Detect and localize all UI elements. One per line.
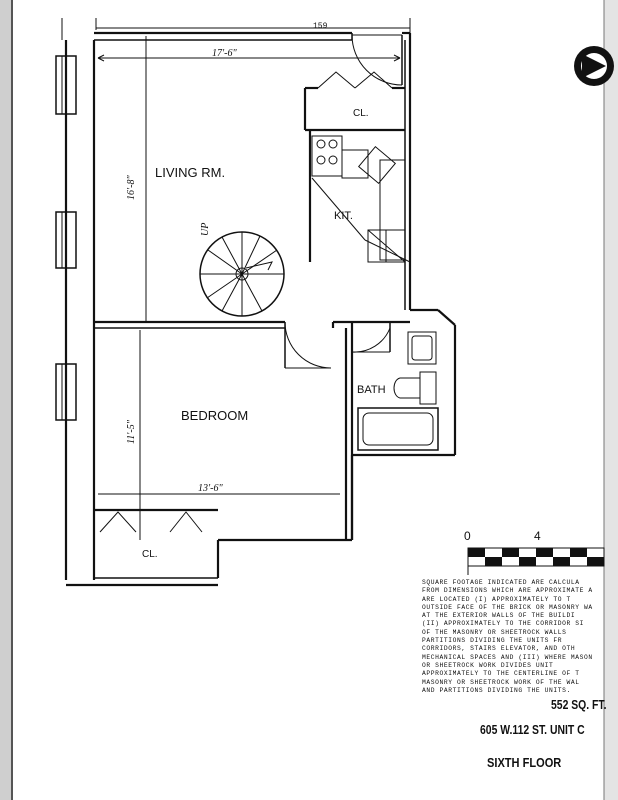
bedroom-door: [284, 321, 332, 369]
windows: [55, 55, 77, 421]
exterior-walls: [64, 31, 457, 587]
bath-fixtures: [357, 331, 439, 451]
notes-line: CORRIDORS, STAIRS ELEVATOR, AND OTH: [422, 645, 576, 653]
room-label-bath: BATH: [357, 384, 386, 396]
notes-line: MASONRY OR SHEETROCK WORK OF THE WAL: [422, 678, 580, 686]
room-label-closet-bedroom: CL.: [142, 549, 158, 560]
kitchen-fixtures: [311, 135, 411, 263]
notes-line: OF THE MASONRY OR SHEETROCK WALLS: [422, 628, 567, 636]
room-label-bedroom: BEDROOM: [181, 408, 248, 423]
page-edge-line: [11, 0, 13, 800]
unit-floor: SIXTH FLOOR: [487, 755, 562, 770]
bath-door: [351, 327, 391, 353]
notes-line: AT THE EXTERIOR WALLS OF THE BUILDI: [422, 612, 576, 620]
notes-line: APPROXIMATELY TO THE CENTERLINE OF T: [422, 670, 580, 678]
stair-up-label: UP: [200, 223, 211, 236]
bedroom-closet: [94, 508, 218, 533]
room-label-living: LIVING RM.: [155, 165, 225, 180]
room-label-closet-kitchen: CL.: [353, 108, 369, 119]
unit-address: 605 W.112 ST. UNIT C: [480, 722, 585, 737]
entry-door: [351, 33, 403, 86]
dim-bedroom-width: 13'-6": [198, 483, 223, 494]
closet-doors-kitchen: [317, 71, 393, 89]
interior-walls: [94, 86, 410, 540]
scale-start-label: 0: [464, 529, 471, 543]
dimension-lines: [97, 36, 401, 540]
scale-mark-label: 4: [534, 529, 541, 543]
notes-line: AND PARTITIONS DIVIDING THE UNITS.: [422, 686, 571, 694]
right-edge-strip: [604, 0, 618, 800]
notes-line: SQUARE FOOTAGE INDICATED ARE CALCULA: [422, 579, 580, 586]
page-edge-shadow: [0, 0, 12, 800]
dim-bedroom-length: 11'-5": [126, 419, 137, 444]
notes-line: OR SHEETROCK WORK DIVIDES UNIT: [422, 661, 554, 669]
notes-line: (II) APPROXIMATELY TO THE CORRIDOR SI: [422, 620, 585, 628]
unit-area: 552 SQ. FT.: [551, 697, 607, 712]
scale-bar: [467, 547, 605, 575]
notes-line: PARTITIONS DIVIDING THE UNITS FR: [422, 637, 563, 645]
room-label-kitchen: KIT.: [334, 210, 353, 222]
notes-line: OUTSIDE FACE OF THE BRICK OR MASONRY WA: [422, 603, 593, 611]
spiral-stair: [199, 231, 285, 317]
notes-line: FROM DIMENSIONS WHICH ARE APPROXIMATE A: [422, 587, 593, 595]
notes-line: ARE LOCATED (I) APPROXIMATELY TO T: [422, 595, 571, 603]
page-number: 159: [313, 22, 328, 31]
dim-living-width: 17'-6": [212, 48, 237, 59]
top-margin-marks: [61, 18, 411, 40]
north-arrow: [574, 46, 614, 86]
dim-living-length: 16'-8": [126, 175, 137, 200]
notes-line: MECHANICAL SPACES AND (III) WHERE MASON: [422, 653, 593, 661]
